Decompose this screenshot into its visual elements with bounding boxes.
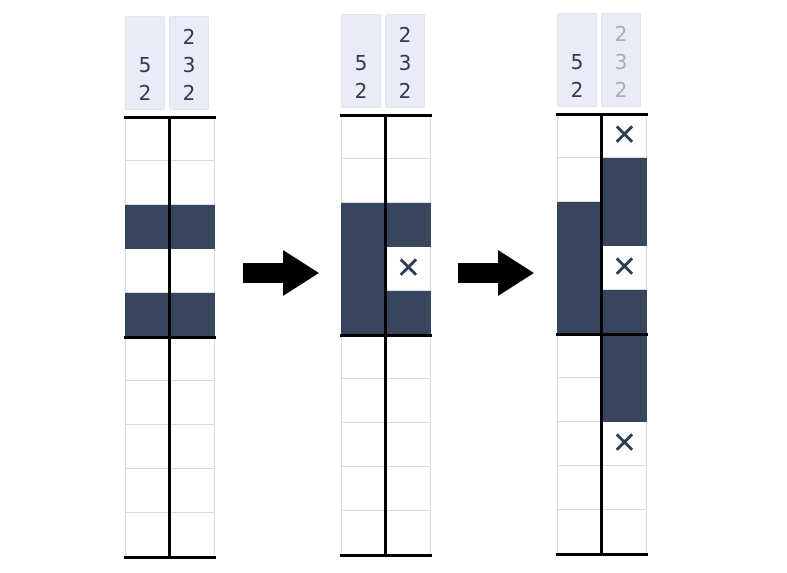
grid-cell[interactable]: [125, 337, 169, 381]
grid-cell[interactable]: [171, 161, 215, 205]
nonogram-grid: [124, 116, 216, 559]
grid-cell[interactable]: ✕: [603, 114, 647, 158]
column-divider: [600, 114, 603, 556]
grid-cell[interactable]: [171, 205, 215, 249]
grid-cell[interactable]: [171, 293, 215, 337]
grid-cell[interactable]: [171, 117, 215, 161]
clue-number: 5: [138, 53, 152, 77]
cross-icon: ✕: [611, 118, 638, 152]
grid-cell[interactable]: [125, 381, 169, 425]
clue-number: 3: [182, 53, 196, 77]
nonogram-grid: ✕ ✕ ✕: [556, 113, 648, 556]
clue-number: 5: [354, 51, 368, 75]
grid-cell[interactable]: [125, 249, 169, 293]
grid-cell[interactable]: [341, 159, 385, 203]
grid-cell[interactable]: [341, 379, 385, 423]
clue-number: 2: [182, 81, 196, 105]
grid-cell[interactable]: [171, 425, 215, 469]
grid-cell[interactable]: [387, 379, 431, 423]
grid-cell[interactable]: [341, 423, 385, 467]
grid-cell[interactable]: [341, 291, 385, 335]
arrow-right-icon: [243, 250, 319, 296]
cross-icon: ✕: [611, 426, 638, 460]
grid-cell[interactable]: [387, 115, 431, 159]
grid-cell[interactable]: [341, 511, 385, 555]
grid-cell[interactable]: [387, 511, 431, 555]
clue-number: 3: [614, 50, 628, 74]
column-divider: [384, 115, 387, 557]
grid-cell[interactable]: ✕: [387, 247, 431, 291]
grid-cell[interactable]: [603, 510, 647, 554]
grid-cell[interactable]: [387, 423, 431, 467]
grid-cell[interactable]: [557, 334, 601, 378]
grid-cell[interactable]: [603, 378, 647, 422]
grid-cell[interactable]: [125, 425, 169, 469]
grid-cell[interactable]: [125, 205, 169, 249]
grid-cell[interactable]: [125, 513, 169, 557]
grid-cell[interactable]: [125, 293, 169, 337]
grid-cell[interactable]: [341, 335, 385, 379]
clue-number: 2: [398, 23, 412, 47]
column-clue-2: 2 3 2: [169, 16, 209, 110]
grid-cell[interactable]: [341, 203, 385, 247]
grid-cell[interactable]: [171, 381, 215, 425]
grid-cell[interactable]: [171, 513, 215, 557]
nonogram-grid: ✕: [340, 114, 432, 557]
grid-cell[interactable]: [341, 467, 385, 511]
grid-cell[interactable]: [557, 158, 601, 202]
grid-cell[interactable]: [557, 466, 601, 510]
column-clue-2: 2 3 2: [601, 13, 641, 107]
grid-cell[interactable]: [171, 469, 215, 513]
grid-cell[interactable]: [387, 159, 431, 203]
column-divider: [168, 117, 171, 559]
clue-number: 2: [570, 78, 584, 102]
grid-cell[interactable]: [557, 510, 601, 554]
column-clue-2: 2 3 2: [385, 14, 425, 108]
grid-cell[interactable]: [603, 334, 647, 378]
clue-number: 5: [570, 50, 584, 74]
grid-cell[interactable]: [557, 422, 601, 466]
grid-cell[interactable]: [387, 291, 431, 335]
grid-cell[interactable]: [603, 202, 647, 246]
grid-cell[interactable]: [557, 378, 601, 422]
clue-number: 2: [182, 25, 196, 49]
cross-icon: ✕: [395, 251, 422, 285]
grid-cell[interactable]: [557, 114, 601, 158]
grid-cell[interactable]: [557, 202, 601, 246]
grid-cell[interactable]: [171, 337, 215, 381]
cross-icon: ✕: [611, 250, 638, 284]
grid-cell[interactable]: [387, 203, 431, 247]
grid-cell[interactable]: [341, 247, 385, 291]
grid-cell[interactable]: [125, 469, 169, 513]
grid-cell[interactable]: [557, 246, 601, 290]
arrow-right-icon: [458, 250, 534, 296]
clue-number: 2: [614, 22, 628, 46]
grid-cell[interactable]: [603, 290, 647, 334]
clue-number: 2: [614, 78, 628, 102]
clue-number: 2: [138, 81, 152, 105]
clue-number: 2: [354, 79, 368, 103]
grid-cell[interactable]: [387, 467, 431, 511]
grid-cell[interactable]: ✕: [603, 422, 647, 466]
grid-cell[interactable]: [125, 161, 169, 205]
grid-cell[interactable]: [171, 249, 215, 293]
grid-cell[interactable]: [603, 466, 647, 510]
clue-number: 2: [398, 79, 412, 103]
grid-cell[interactable]: [387, 335, 431, 379]
grid-cell[interactable]: ✕: [603, 246, 647, 290]
grid-cell[interactable]: [603, 158, 647, 202]
grid-cell[interactable]: [557, 290, 601, 334]
clue-number: 3: [398, 51, 412, 75]
grid-cell[interactable]: [341, 115, 385, 159]
grid-cell[interactable]: [125, 117, 169, 161]
